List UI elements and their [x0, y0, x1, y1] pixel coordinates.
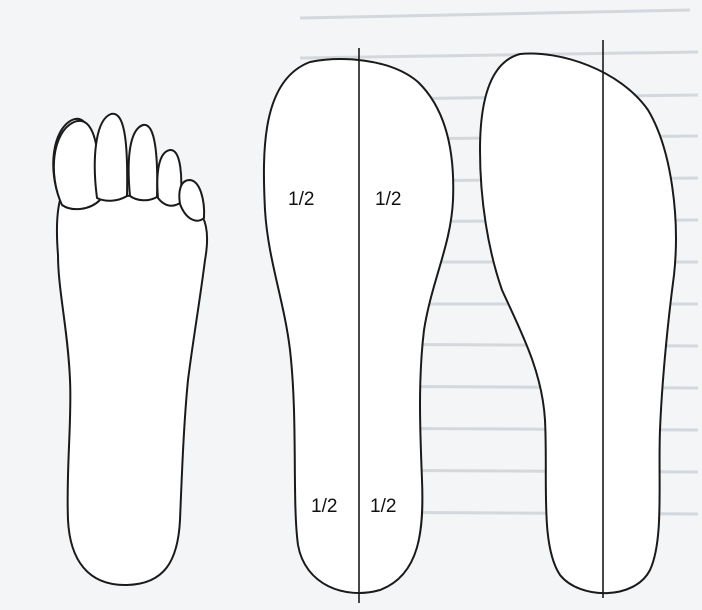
label-forefoot-right: 1/2 — [375, 189, 401, 210]
label-forefoot-left: 1/2 — [288, 189, 314, 210]
label-heel-right: 1/2 — [370, 496, 396, 517]
fourth-toe — [157, 150, 181, 206]
label-heel-left: 1/2 — [311, 496, 337, 517]
third-toe — [129, 125, 158, 200]
second-toe — [95, 114, 127, 201]
big-toe — [54, 121, 100, 209]
